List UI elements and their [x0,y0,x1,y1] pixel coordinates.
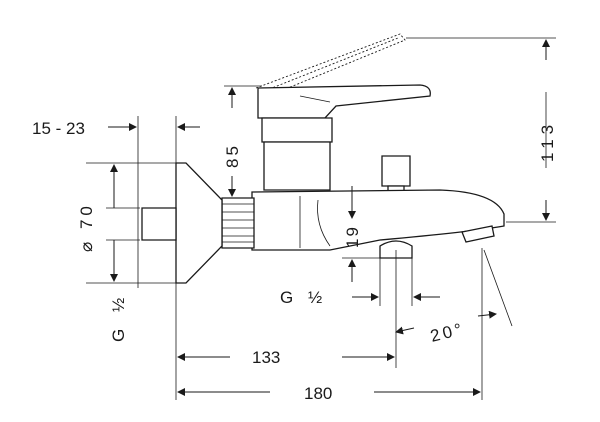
dim-outlet-height: 19 [343,225,362,248]
dimension-lines [86,37,556,400]
dim-overall-length: 180 [304,384,332,403]
dim-escutcheon-diameter: ⌀ 70 [77,202,96,252]
dim-overall-height: 113 [538,120,557,162]
dim-spout-angle: 20° [428,319,466,346]
dim-outlet-thread: G ½ [280,288,327,307]
dim-inlet-thread: G ½ [109,292,128,342]
mixer-outline [141,33,505,284]
dim-lever-height: 85 [223,143,242,168]
dim-length-to-outlet: 133 [252,348,280,367]
dim-connection-range: 15 - 23 [32,119,85,138]
